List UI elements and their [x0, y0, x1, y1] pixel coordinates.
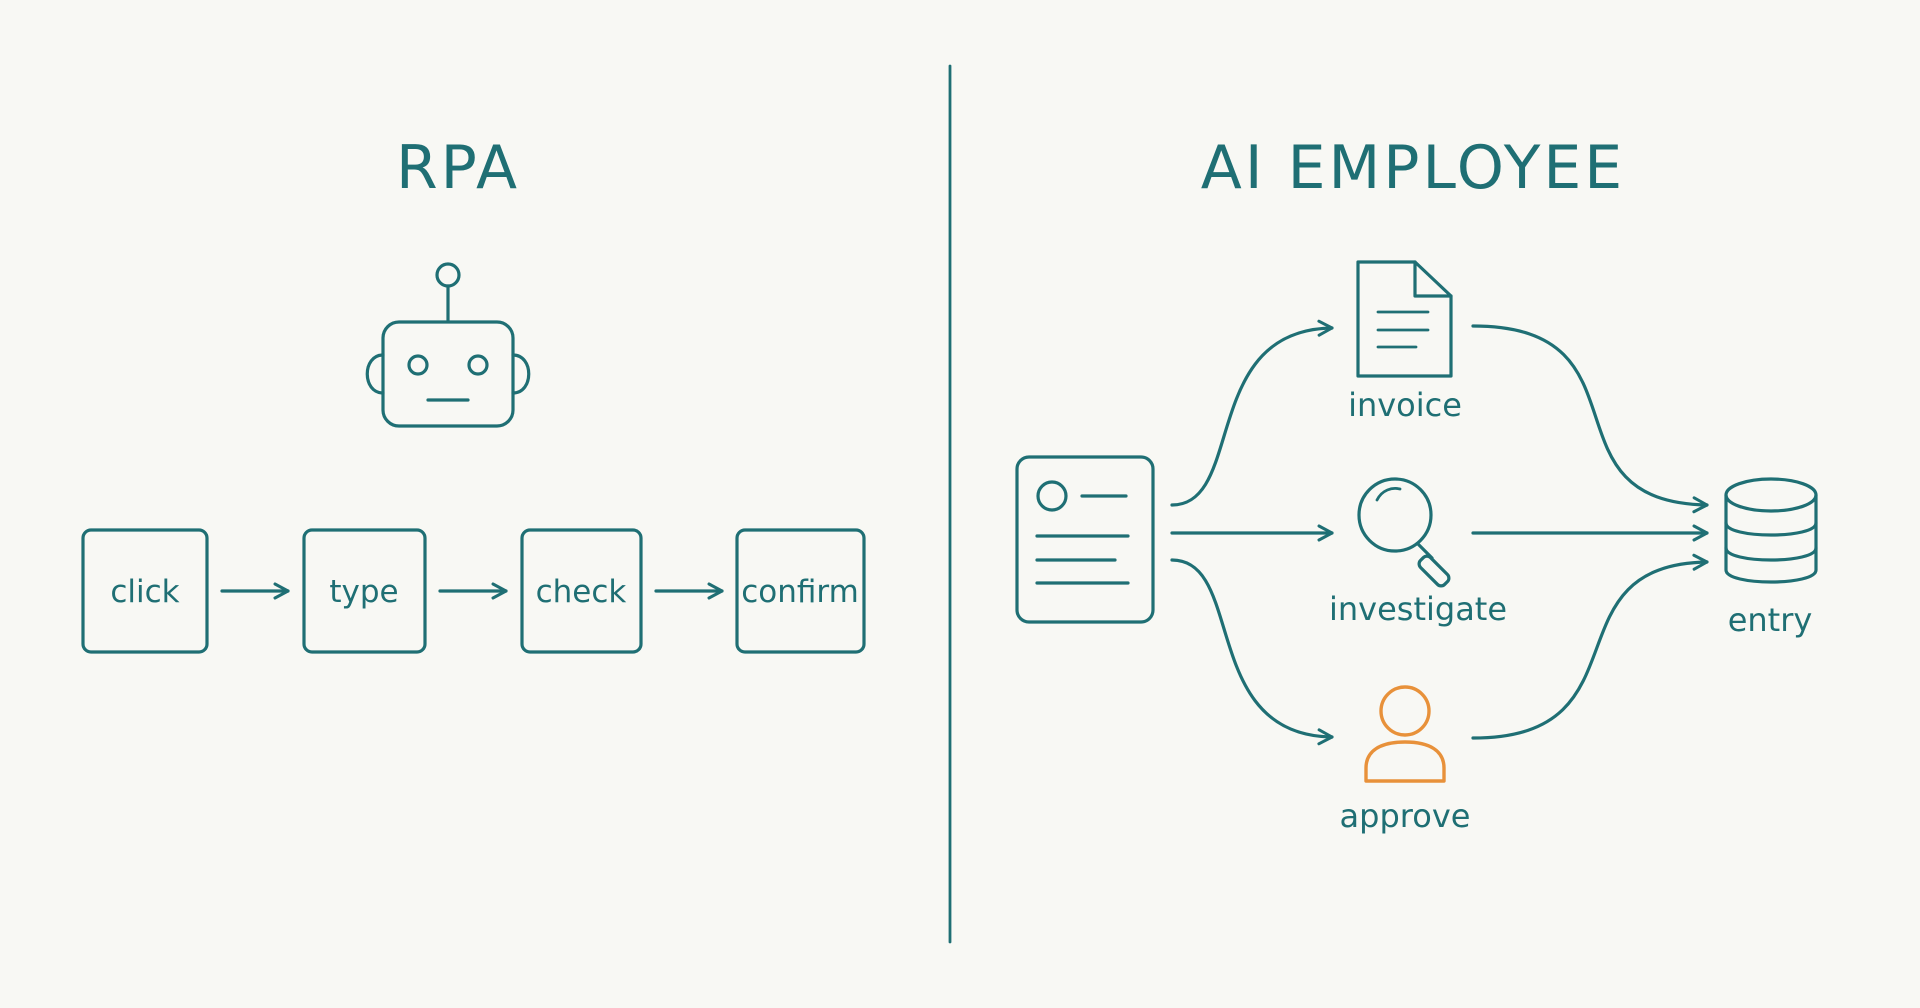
step-box-click: click — [81, 528, 209, 654]
ai-employee-title: AI EMPLOYEE — [1201, 133, 1625, 203]
step-box-type: type — [302, 528, 427, 654]
step-label-type: type — [329, 574, 398, 610]
flow-approve-to-entry — [1471, 553, 1709, 740]
step-label-check: check — [536, 574, 627, 610]
flow-source-to-approve — [1170, 558, 1334, 746]
step-box-confirm: confirm — [735, 528, 866, 654]
branch-label-invoice: invoice — [1348, 386, 1462, 424]
id-card-icon — [1015, 455, 1155, 624]
target-label-entry: entry — [1728, 601, 1813, 639]
rpa-title: RPA — [396, 133, 520, 203]
step-label-click: click — [110, 574, 179, 610]
step-label-confirm: confirm — [741, 574, 859, 610]
magnifier-icon — [1357, 477, 1451, 588]
person-icon — [1364, 685, 1446, 783]
flow-invoice-to-entry — [1471, 324, 1709, 514]
robot-icon — [365, 262, 531, 428]
step-box-check: check — [520, 528, 643, 654]
branch-label-investigate: investigate — [1329, 590, 1507, 628]
flow-source-to-invoice — [1170, 319, 1334, 507]
branch-label-approve: approve — [1340, 797, 1471, 835]
document-icon — [1356, 260, 1453, 378]
database-icon — [1724, 477, 1818, 584]
